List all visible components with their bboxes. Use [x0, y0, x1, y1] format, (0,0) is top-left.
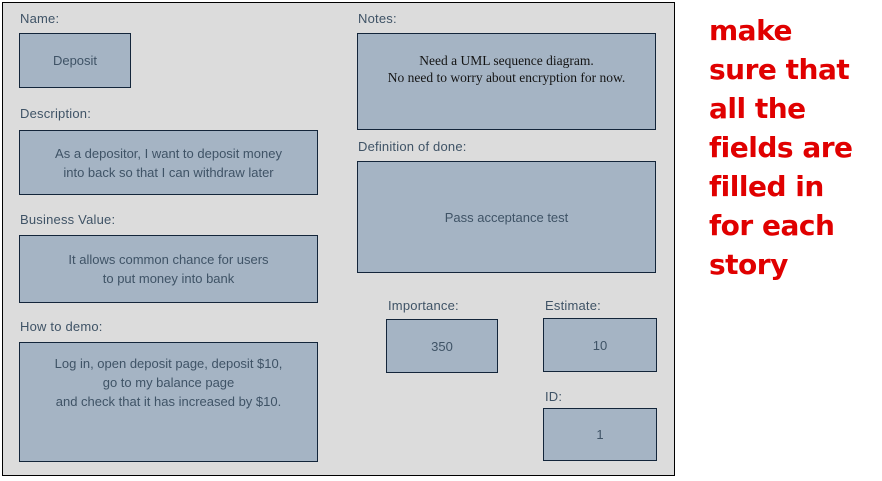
business-value-field[interactable]: It allows common chance for users to put… [19, 235, 318, 303]
estimate-field[interactable]: 10 [543, 318, 657, 372]
notes-field[interactable]: Need a UML sequence diagram. No need to … [357, 33, 656, 130]
business-value-label: Business Value: [20, 212, 116, 227]
definition-of-done-label: Definition of done: [358, 139, 467, 154]
importance-label: Importance: [388, 298, 459, 313]
business-value-value: It allows common chance for users to put… [68, 252, 269, 286]
description-field[interactable]: As a depositor, I want to deposit money … [19, 130, 318, 195]
notes-value: Need a UML sequence diagram. No need to … [387, 53, 626, 85]
story-card-panel: Name: Deposit Description: As a deposito… [2, 2, 675, 476]
how-to-demo-field[interactable]: Log in, open deposit page, deposit $10, … [19, 342, 318, 462]
estimate-value: 10 [592, 337, 608, 353]
name-label: Name: [20, 11, 60, 26]
how-to-demo-label: How to demo: [20, 319, 103, 334]
id-label: ID: [545, 389, 563, 404]
importance-field[interactable]: 350 [386, 319, 498, 373]
importance-value: 350 [431, 338, 453, 354]
name-value: Deposit [52, 53, 98, 68]
name-field[interactable]: Deposit [19, 33, 131, 88]
annotation-text: make sure that all the fields are filled… [709, 14, 853, 281]
definition-of-done-value: Pass acceptance test [444, 209, 569, 225]
notes-label: Notes: [358, 11, 397, 26]
how-to-demo-value: Log in, open deposit page, deposit $10, … [54, 356, 283, 409]
id-value: 1 [596, 427, 604, 442]
description-label: Description: [20, 106, 92, 121]
id-field[interactable]: 1 [543, 408, 657, 461]
description-value: As a depositor, I want to deposit money … [55, 145, 282, 180]
definition-of-done-field[interactable]: Pass acceptance test [357, 161, 656, 273]
estimate-label: Estimate: [545, 298, 601, 313]
